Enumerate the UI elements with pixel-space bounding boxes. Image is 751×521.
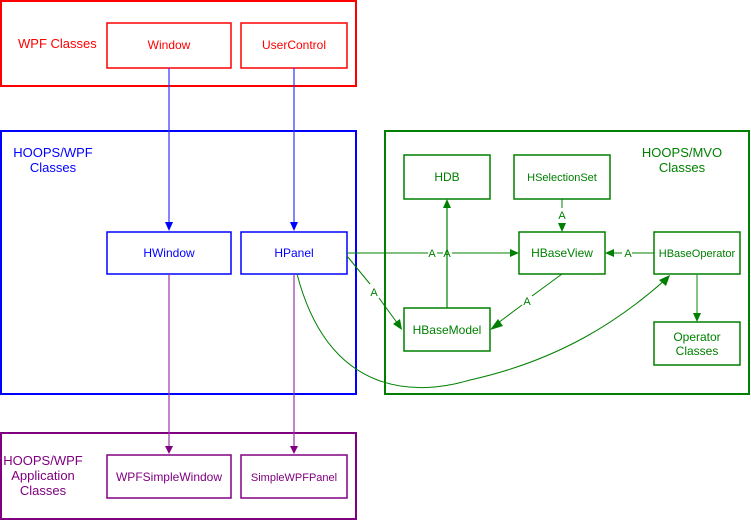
class-hbaseview[interactable]: HBaseView — [518, 231, 606, 275]
group-hoops-mvo-label-line2: Classes — [659, 160, 706, 175]
assoc-hbaseoperator-to-hbaseview: A — [605, 248, 654, 260]
class-hdb-label: HDB — [434, 170, 459, 184]
class-wpfsimplewindow[interactable]: WPFSimpleWindow — [106, 454, 232, 499]
assoc-hbaseview-to-hbasemodel: A — [490, 273, 563, 330]
assoc-label-operator: A — [624, 248, 632, 260]
class-wpfsimplewindow-label: WPFSimpleWindow — [116, 470, 222, 484]
class-hbaseview-label: HBaseView — [531, 246, 593, 260]
group-hoops-wpf-label-line2: Classes — [30, 160, 77, 175]
assoc-hpanel-to-hbaseview: A A — [347, 248, 519, 260]
class-simplewpfpanel[interactable]: SimpleWPFPanel — [240, 454, 348, 499]
arrow-window-to-hwindow — [165, 68, 173, 231]
group-application-label-line2: Application — [11, 468, 75, 483]
class-hpanel[interactable]: HPanel — [240, 231, 348, 275]
group-hoops-mvo-label-line1: HOOPS/MVO — [642, 145, 722, 160]
group-hoops-mvo-classes: HOOPS/MVO Classes — [384, 130, 750, 395]
class-hselectionset-label: HSelectionSet — [527, 172, 597, 184]
class-hbaseoperator-label: HBaseOperator — [659, 248, 736, 260]
group-application-label-line3: Classes — [20, 483, 67, 498]
assoc-hselectionset-to-hbaseview: A — [558, 199, 566, 232]
class-operator-classes-label-line2: Classes — [676, 344, 719, 358]
class-operator-classes[interactable]: Operator Classes — [653, 321, 741, 366]
class-hwindow-label: HWindow — [143, 246, 195, 260]
arrow-hpanel-to-simplewpfpanel — [290, 274, 298, 454]
class-usercontrol-label: UserControl — [262, 38, 326, 52]
class-hwindow[interactable]: HWindow — [106, 231, 232, 275]
arrow-usercontrol-to-hpanel — [290, 68, 298, 231]
assoc-hpanel-to-hbasemodel: A — [346, 255, 402, 330]
assoc-label-model: A — [370, 287, 378, 299]
arrow-hwindow-to-wpfsimplewindow — [165, 274, 173, 454]
assoc-label-selection: A — [558, 210, 566, 222]
group-hoops-wpf-classes: HOOPS/WPF Classes — [0, 130, 357, 395]
group-hoops-wpf-label-line1: HOOPS/WPF — [13, 145, 93, 160]
class-hpanel-label: HPanel — [274, 246, 313, 260]
class-operator-classes-label-line1: Operator — [673, 330, 720, 344]
class-simplewpfpanel-label: SimpleWPFPanel — [251, 472, 337, 484]
class-window-label: Window — [148, 38, 191, 52]
class-hbasemodel-label: HBaseModel — [413, 323, 482, 337]
assoc-label-a1: A — [428, 248, 436, 260]
arrow-hbaseoperator-to-operator-classes — [693, 274, 701, 322]
assoc-label-view-model: A — [523, 296, 531, 308]
assoc-hpanel-to-hbaseoperator-curve — [296, 273, 670, 389]
class-hbaseoperator[interactable]: HBaseOperator — [653, 231, 741, 275]
class-usercontrol[interactable]: UserControl — [240, 22, 348, 69]
group-application-classes: HOOPS/WPF Application Classes — [0, 432, 357, 520]
assoc-hbasemodel-to-hdb — [443, 199, 451, 308]
class-hdb[interactable]: HDB — [403, 154, 491, 200]
class-hbasemodel[interactable]: HBaseModel — [403, 307, 491, 352]
group-wpf-classes: WPF Classes — [0, 0, 357, 87]
group-application-label-line1: HOOPS/WPF — [3, 453, 83, 468]
group-wpf-label: WPF Classes — [18, 36, 97, 51]
class-hselectionset[interactable]: HSelectionSet — [513, 154, 611, 200]
class-window[interactable]: Window — [106, 22, 232, 69]
